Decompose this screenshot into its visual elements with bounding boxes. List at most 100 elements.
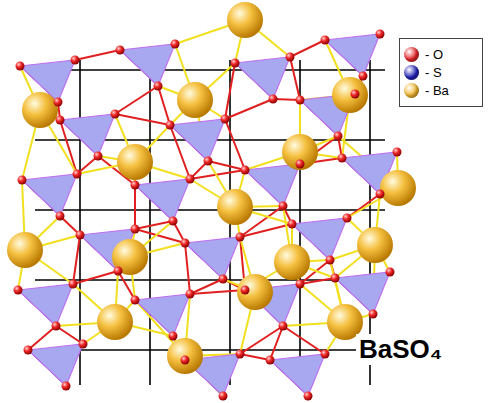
tetrahedron-face <box>22 174 77 216</box>
so4-tetrahedra <box>18 34 397 396</box>
o-o-bond <box>73 235 80 284</box>
legend-swatch <box>404 47 419 62</box>
o-atom <box>269 95 278 104</box>
ba-o-bonds <box>18 20 398 396</box>
o-o-bond <box>240 224 292 237</box>
lattice-line <box>35 209 385 211</box>
legend-entry: - O <box>404 47 478 62</box>
tetrahedron <box>135 294 190 336</box>
formula-label: BaSO₄ <box>356 334 445 365</box>
tetrahedron <box>28 344 83 386</box>
legend-label: - S <box>425 65 442 80</box>
tetrahedron-face <box>28 344 83 386</box>
tetrahedron-face <box>135 179 190 221</box>
ba-atom <box>217 189 253 225</box>
o-o-bond <box>115 114 170 125</box>
o-atom <box>56 212 65 221</box>
o-o-bond <box>185 243 190 294</box>
ba-atom <box>274 244 310 280</box>
o-atom <box>241 166 250 175</box>
o-atom <box>219 275 228 284</box>
tetrahedron <box>245 164 300 206</box>
o-o-bond <box>28 326 56 350</box>
o-o-bond <box>300 278 335 284</box>
o-atom <box>338 154 347 163</box>
o-o-bond <box>73 271 118 284</box>
o-atom <box>69 280 78 289</box>
ba-atom <box>282 134 318 170</box>
o-atom <box>376 30 385 39</box>
o-o-bond <box>290 57 300 100</box>
o-atom <box>131 225 140 234</box>
o-atom <box>62 382 71 391</box>
o-atom <box>288 220 297 229</box>
o-atom <box>111 110 120 119</box>
o-atom <box>56 116 65 125</box>
o-atom <box>286 53 295 62</box>
ba-atom <box>237 274 273 310</box>
ba-atom <box>22 92 58 128</box>
o-atom <box>181 239 190 248</box>
o-atom <box>114 267 123 276</box>
o-atom <box>169 217 178 226</box>
o-atom <box>219 392 228 401</box>
tetrahedron-face <box>185 237 240 279</box>
legend-entry: - Ba <box>404 83 478 98</box>
o-o-bond <box>158 86 170 125</box>
o-o-bond <box>290 40 325 57</box>
o-atom <box>334 132 343 141</box>
o-atom <box>393 148 402 157</box>
o-atom <box>386 268 395 277</box>
ba-atom <box>7 232 43 268</box>
o-atom <box>304 392 313 401</box>
tetrahedron-face <box>60 114 115 156</box>
tetrahedron <box>185 237 240 279</box>
tetrahedron <box>60 114 115 156</box>
o-o-bond <box>75 50 120 60</box>
o-atom <box>76 231 85 240</box>
ba-atom <box>357 227 393 263</box>
tetrahedron <box>18 284 73 326</box>
o-o-bond <box>134 185 136 229</box>
tetrahedron-face <box>120 44 175 86</box>
o-atom <box>296 96 305 105</box>
lattice-lines <box>35 60 385 385</box>
o-atom <box>24 346 33 355</box>
tetrahedron-face <box>325 34 380 76</box>
tetrahedron <box>135 179 190 221</box>
lattice-line <box>79 60 81 385</box>
o-atom <box>116 46 125 55</box>
o-atoms <box>14 30 402 401</box>
o-atom <box>14 286 23 295</box>
lattice-line <box>149 60 151 385</box>
tetrahedron <box>270 354 325 396</box>
ba-atom <box>227 2 263 38</box>
o-atom <box>279 322 288 331</box>
o-atom <box>186 290 195 299</box>
o-atom <box>236 350 245 359</box>
o-atom <box>231 59 240 68</box>
tetrahedron <box>22 174 77 216</box>
o-atom <box>16 62 25 71</box>
tetrahedron-face <box>270 354 325 396</box>
tetrahedron <box>325 34 380 76</box>
o-atom <box>321 350 330 359</box>
tetrahedron-face <box>170 119 225 161</box>
o-atom <box>169 332 178 341</box>
o-atom <box>171 40 180 49</box>
o-atom <box>73 170 82 179</box>
ba-atom <box>117 144 153 180</box>
o-atom <box>279 202 288 211</box>
o-o-bond <box>283 326 325 354</box>
o-atom <box>266 356 275 365</box>
ba-atom <box>112 239 148 275</box>
o-atom <box>296 160 305 169</box>
o-atom <box>186 175 195 184</box>
o-atom <box>52 322 61 331</box>
o-atom <box>326 256 335 265</box>
o-o-bond <box>240 354 270 360</box>
o-atom <box>351 90 360 99</box>
tetrahedron-face <box>235 57 290 99</box>
o-atom <box>241 286 250 295</box>
ba-atom <box>177 82 213 118</box>
